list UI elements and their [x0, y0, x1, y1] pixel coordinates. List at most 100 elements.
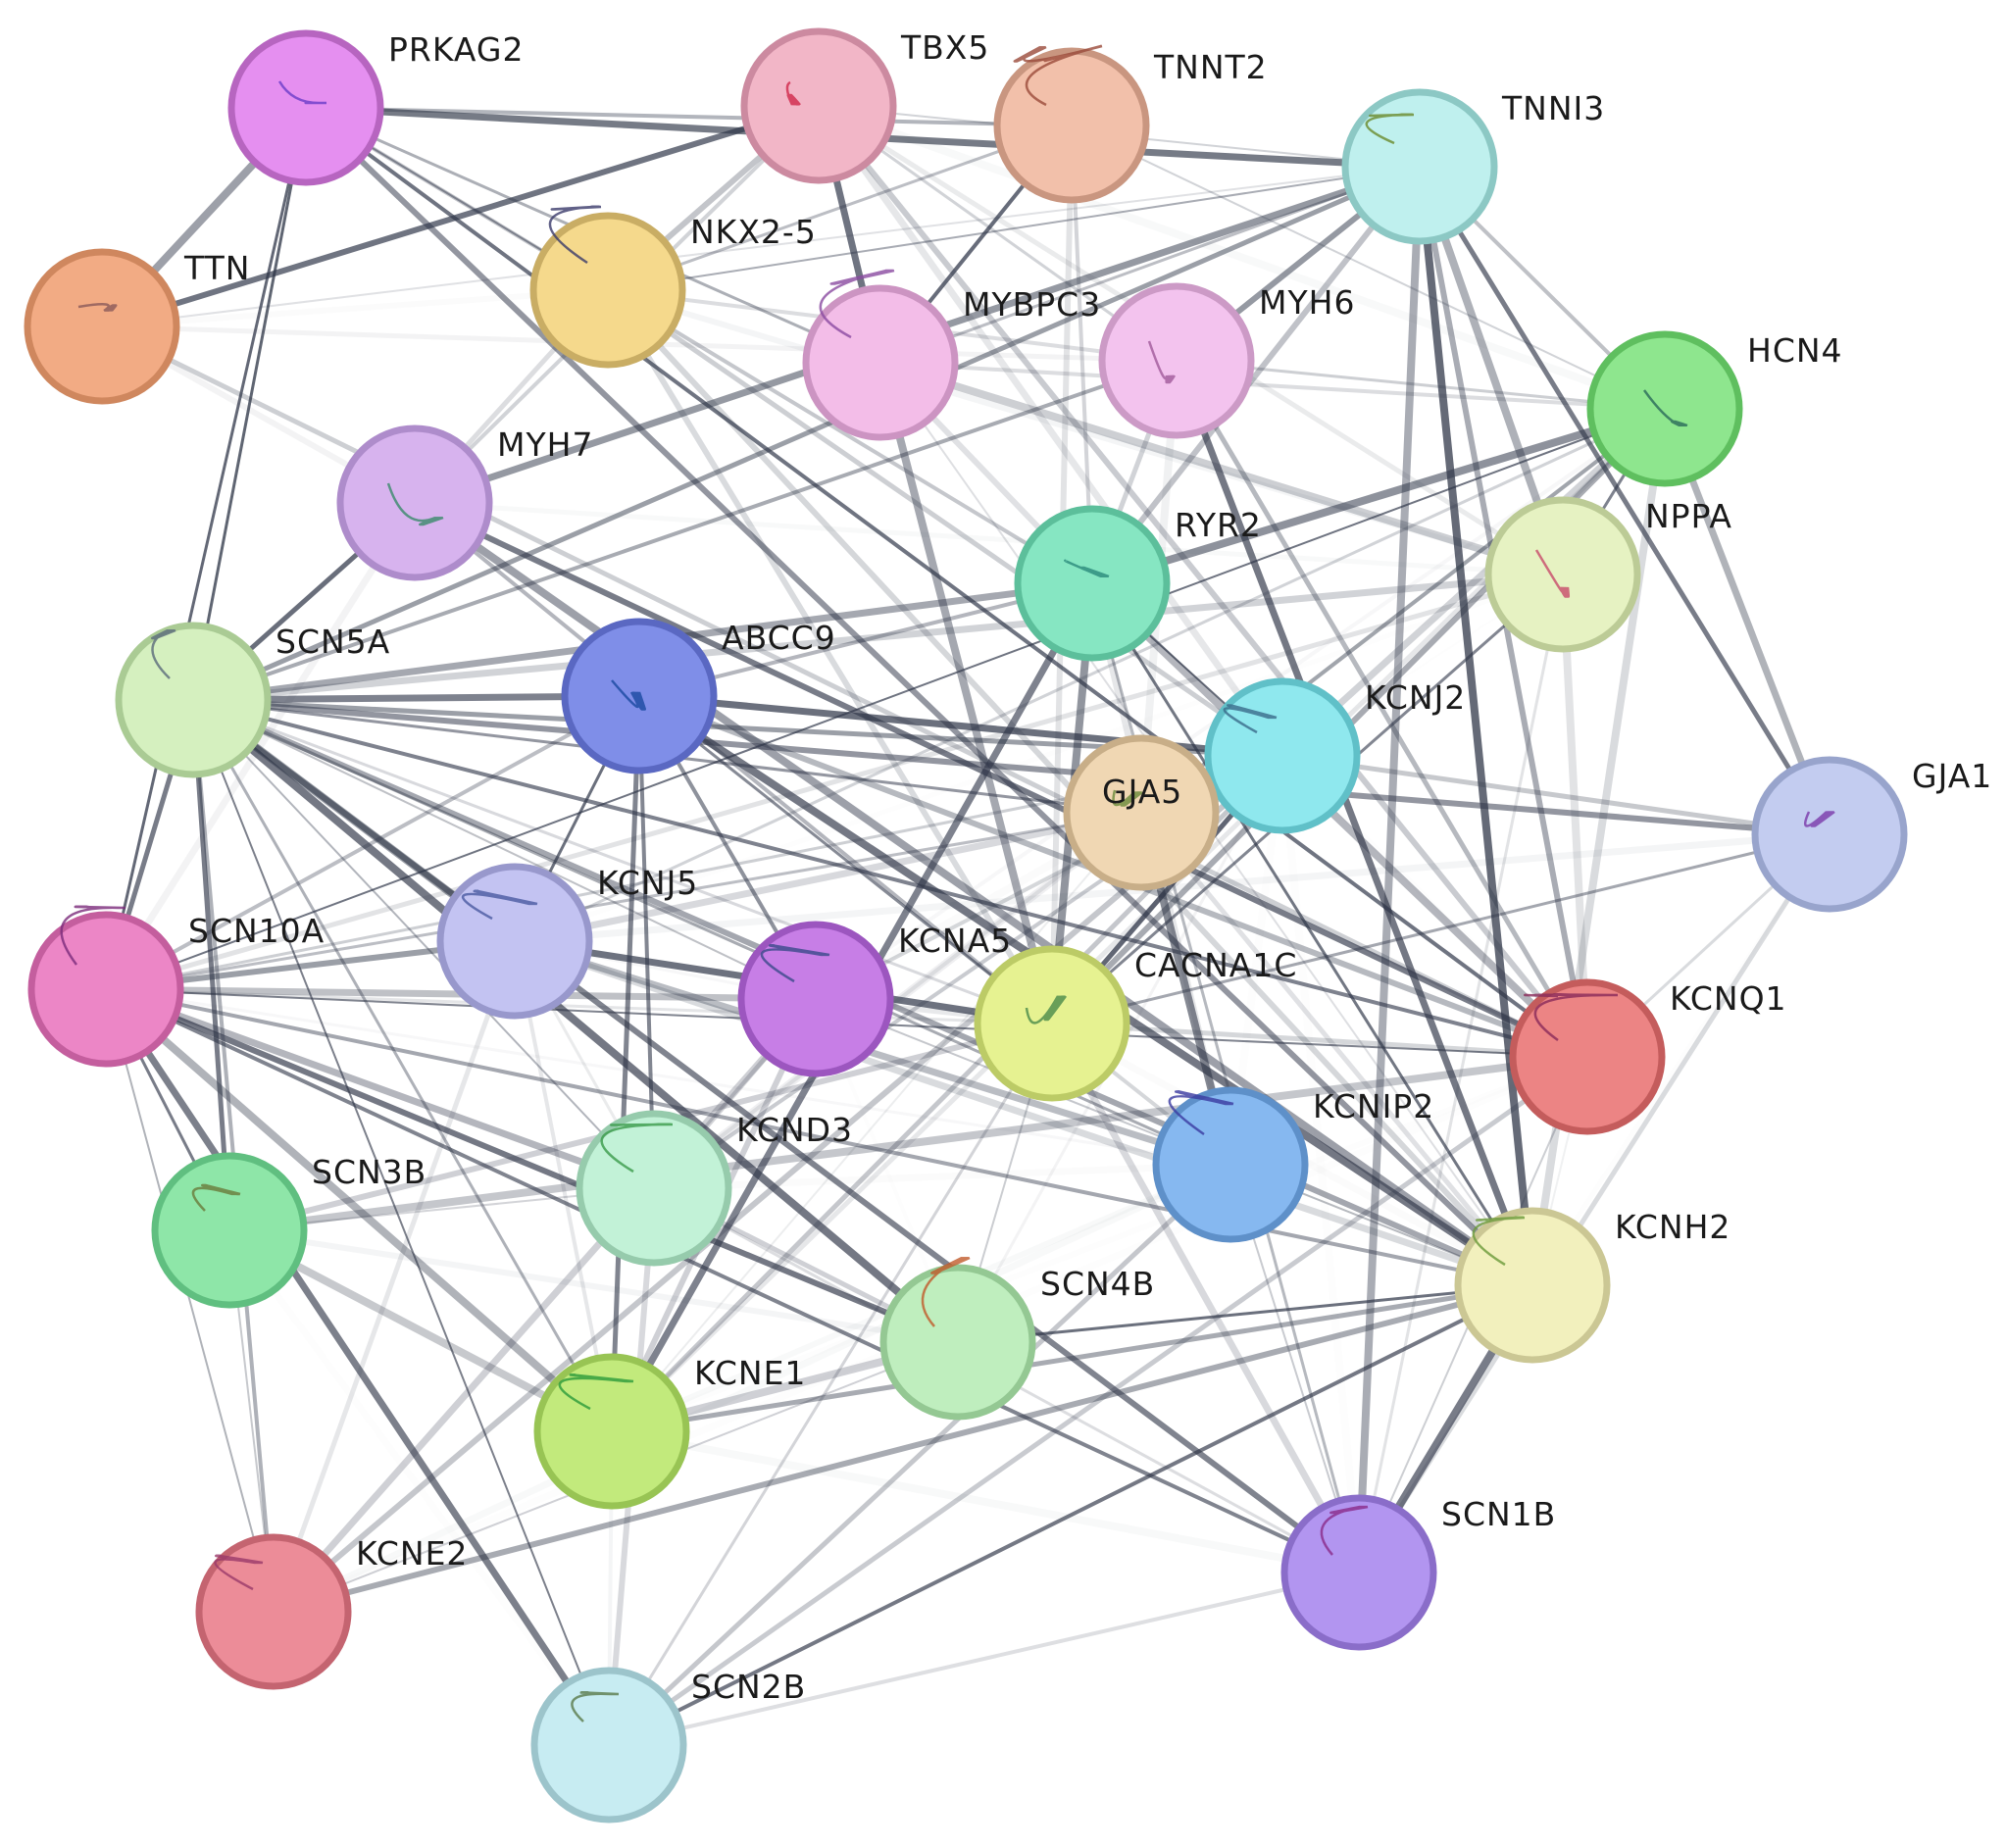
node-circle[interactable] — [336, 425, 493, 581]
node-kcnip2[interactable]: KCNIP2 — [1152, 1086, 1434, 1243]
node-hcn4[interactable]: HCN4 — [1586, 330, 1843, 487]
node-scn4b[interactable]: SCN4B — [879, 1256, 1155, 1421]
node-circle[interactable] — [1751, 756, 1908, 913]
protein-structure-icon — [1112, 789, 1143, 807]
node-scn10a[interactable]: SCN10A — [27, 905, 325, 1068]
node-label: TTN — [183, 249, 250, 287]
node-circle[interactable] — [533, 1353, 690, 1510]
node-label: TBX5 — [900, 28, 989, 67]
edge-nppa-scn5a — [189, 571, 1567, 704]
protein-structure-icon — [571, 1691, 620, 1723]
node-circle[interactable] — [1098, 282, 1255, 439]
node-label: SCN4B — [1040, 1265, 1155, 1303]
edge-abcc9-kcne1 — [609, 693, 642, 1434]
node-circle[interactable] — [1014, 505, 1171, 662]
edge-gja1-cacna1c — [1050, 832, 1831, 1025]
node-circle[interactable] — [24, 248, 180, 405]
node-circle[interactable] — [1509, 978, 1666, 1135]
node-kcna5[interactable]: KCNA5 — [737, 921, 1012, 1077]
node-circle[interactable] — [1063, 734, 1220, 891]
edge-prkag2-tnnt2 — [304, 106, 1074, 127]
node-kcnh2[interactable]: KCNH2 — [1454, 1207, 1730, 1364]
node-kcnj2[interactable]: KCNJ2 — [1204, 677, 1466, 834]
node-scn5a[interactable]: SCN5A — [115, 622, 390, 778]
protein-structure-icon — [151, 628, 176, 679]
node-circle[interactable] — [1484, 496, 1641, 653]
protein-structure-icon — [1534, 549, 1571, 598]
node-circle[interactable] — [993, 47, 1150, 204]
node-label: KCNQ1 — [1670, 979, 1787, 1018]
node-circle[interactable] — [1454, 1207, 1611, 1364]
edge-kcnj5-kcne2 — [271, 938, 518, 1615]
edge-nkx2-5-nppa — [605, 287, 1566, 577]
node-label: PRKAG2 — [388, 30, 524, 69]
node-ryr2[interactable]: RYR2 — [1014, 505, 1262, 662]
edge-kcnh2-scn2b — [607, 1283, 1534, 1747]
node-circle[interactable] — [27, 911, 184, 1068]
edge-tnni3-ttn — [101, 166, 1421, 327]
protein-structure-icon — [600, 1123, 674, 1174]
node-kcne1[interactable]: KCNE1 — [533, 1353, 806, 1510]
node-circle[interactable] — [740, 27, 897, 184]
node-circle[interactable] — [1204, 677, 1361, 834]
node-myh6[interactable]: MYH6 — [1098, 282, 1355, 439]
node-circle[interactable] — [1586, 330, 1743, 487]
edge-abcc9-cacna1c — [637, 694, 1054, 1025]
node-circle[interactable] — [802, 284, 959, 441]
node-ttn[interactable]: TTN — [24, 248, 250, 405]
edge-nppa-scn10a — [103, 572, 1566, 992]
edge-gja5-kcne1 — [611, 812, 1142, 1432]
node-circle[interactable] — [115, 622, 272, 778]
node-circle[interactable] — [151, 1152, 308, 1309]
protein-structure-icon — [1064, 559, 1110, 578]
node-mybpc3[interactable]: MYBPC3 — [802, 269, 1101, 441]
node-nppa[interactable]: NPPA — [1484, 496, 1732, 653]
node-cacna1c[interactable]: CACNA1C — [974, 945, 1297, 1102]
node-label: MYH7 — [497, 425, 593, 464]
node-scn3b[interactable]: SCN3B — [151, 1152, 426, 1309]
edge-prkag2-scn5a — [191, 106, 308, 702]
node-circle[interactable] — [227, 29, 384, 186]
node-circle[interactable] — [436, 863, 593, 1020]
node-kcne2[interactable]: KCNE2 — [195, 1533, 468, 1690]
node-tbx5[interactable]: TBX5 — [740, 27, 989, 184]
node-circle[interactable] — [879, 1264, 1036, 1421]
node-label: KCNIP2 — [1313, 1087, 1434, 1125]
node-kcnj5[interactable]: KCNJ5 — [436, 863, 698, 1020]
node-nkx2-5[interactable]: NKX2-5 — [529, 205, 817, 369]
node-prkag2[interactable]: PRKAG2 — [227, 29, 524, 186]
edge-kcnj5-kcnip2 — [511, 937, 1234, 1169]
node-myh7[interactable]: MYH7 — [336, 425, 593, 581]
edge-scn1b-kcne2 — [274, 1573, 1359, 1612]
edge-scn5a-scn4b — [189, 696, 962, 1346]
node-circle[interactable] — [1280, 1494, 1437, 1651]
edge-scn10a-kcne2 — [105, 988, 275, 1613]
node-scn2b[interactable]: SCN2B — [530, 1667, 806, 1823]
node-tnnt2[interactable]: TNNT2 — [993, 44, 1268, 204]
node-circle[interactable] — [529, 212, 686, 369]
node-label: SCN10A — [188, 912, 325, 950]
node-kcnd3[interactable]: KCND3 — [576, 1110, 853, 1267]
node-circle[interactable] — [1341, 88, 1498, 245]
node-circle[interactable] — [576, 1110, 732, 1267]
node-label: SCN3B — [312, 1153, 426, 1191]
edge-scn5a-kcne1 — [191, 698, 614, 1433]
edge-ryr2-kcnh2 — [1090, 581, 1534, 1287]
node-tnni3[interactable]: TNNI3 — [1341, 88, 1605, 245]
node-circle[interactable] — [737, 921, 894, 1077]
node-gja5[interactable]: GJA5 — [1063, 734, 1220, 891]
node-scn1b[interactable]: SCN1B — [1280, 1494, 1556, 1651]
edge-gja5-kcnj5 — [511, 809, 1145, 945]
edge-myh7-scn10a — [102, 499, 419, 993]
protein-structure-icon — [386, 482, 444, 526]
node-circle[interactable] — [195, 1533, 352, 1690]
node-label: SCN1B — [1441, 1495, 1556, 1533]
protein-structure-icon — [921, 1256, 971, 1327]
node-circle[interactable] — [974, 945, 1130, 1102]
node-kcnq1[interactable]: KCNQ1 — [1509, 978, 1787, 1135]
edge-hcn4-kcnj5 — [513, 407, 1667, 943]
edge-kcne1-scn1b — [612, 1431, 1359, 1573]
node-gja1[interactable]: GJA1 — [1751, 756, 1992, 913]
node-abcc9[interactable]: ABCC9 — [561, 618, 836, 774]
edge-scn5a-scn1b — [190, 697, 1362, 1575]
